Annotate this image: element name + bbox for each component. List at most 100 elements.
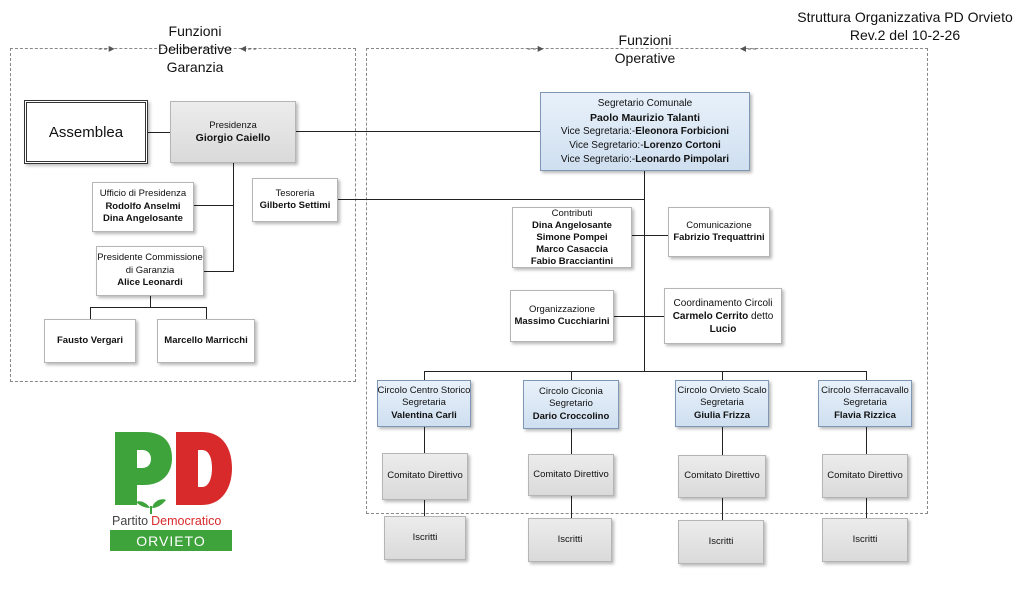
comitato-label: Comitato Direttivo [533, 468, 609, 480]
connector-line [722, 371, 723, 383]
coordinamento-name: Carmelo Cerrito [672, 310, 749, 322]
ufficio-member: Rodolfo Anselmi [105, 200, 181, 212]
deliberative-region [10, 48, 356, 382]
contributi-member: Marco Casaccia [536, 243, 608, 255]
circolo-name: Circolo Orvieto Scalo [677, 384, 767, 396]
circolo-role: Segretaria [402, 397, 446, 409]
circolo-name: Circolo Ciconia [539, 385, 603, 397]
logo-city: ORVIETO [136, 533, 206, 549]
connector-line [424, 427, 425, 453]
contributi-member: Simone Pompei [536, 231, 608, 243]
revision-text: Rev.2 del 10-2-26 [849, 27, 961, 43]
comitato-label: Comitato Direttivo [387, 470, 463, 482]
circolo-name: Circolo Centro Storico [377, 384, 471, 396]
circolo-box: Circolo Orvieto Scalo Segretaria Giulia … [675, 380, 769, 427]
iscritti-box: Iscritti [384, 516, 466, 560]
connector-line [866, 498, 867, 518]
iscritti-box: Iscritti [678, 520, 764, 564]
circolo-role: Segretaria [700, 397, 744, 409]
connector-line [233, 163, 234, 272]
circolo-role: Segretario [549, 398, 593, 410]
connector-line [338, 199, 644, 200]
arrow-left-icon: ◂ ‐ ‐ [240, 41, 257, 55]
garanzia-name: Alice Leonardi [117, 277, 183, 289]
connector-line [866, 371, 867, 381]
circolo-person: Dario Croccolino [532, 410, 610, 422]
organizzazione-box: Organizzazione Massimo Cucchiarini [510, 290, 614, 342]
garanzia-role: Presidente Commissione [97, 252, 203, 264]
connector-line [571, 496, 572, 518]
coordinamento-role: Coordinamento Circoli [673, 297, 773, 309]
comitato-box: Comitato Direttivo [822, 454, 908, 498]
connector-line [150, 296, 151, 308]
connector-line [424, 371, 425, 383]
arrow-left-icon: ◂ ‐ ‐ [740, 41, 757, 55]
iscritti-label: Iscritti [412, 531, 438, 543]
chart-title: Struttura Organizzativa PD Orvieto Rev.2… [790, 8, 1020, 44]
tesoreria-role: Tesoreria [275, 187, 315, 199]
vice-row: Vice Segretario:-Lorenzo Cortoni [569, 139, 721, 151]
ufficio-presidenza-box: Ufficio di Presidenza Rodolfo Anselmi Di… [92, 182, 194, 232]
connector-line [571, 371, 572, 381]
connector-line [202, 271, 234, 272]
garanzia-box: Presidente Commissione di Garanzia Alice… [96, 246, 204, 296]
connector-line [296, 131, 540, 132]
connector-line [194, 205, 234, 206]
member-name: Marcello Marricchi [164, 334, 248, 346]
garanzia-role: di Garanzia [125, 264, 175, 276]
connector-line [866, 427, 867, 454]
connector-line [571, 429, 572, 454]
tesoreria-name: Gilberto Settimi [259, 200, 331, 211]
coordinamento-box: Coordinamento Circoli Carmelo Cerrito de… [664, 288, 782, 344]
connector-line [632, 235, 668, 236]
comitato-box: Comitato Direttivo [678, 455, 766, 498]
connector-line [148, 132, 170, 133]
presidenza-role: Presidenza [209, 119, 257, 131]
circolo-role: Segretaria [843, 397, 887, 409]
comunicazione-name: Fabrizio Trequattrini [673, 232, 765, 243]
circolo-box: Circolo Sferracavallo Segretaria Flavia … [818, 380, 912, 427]
comunicazione-role: Comunicazione [686, 219, 752, 231]
arrow-right-icon: ‐ ‐ ▸ [527, 41, 544, 55]
comitato-label: Comitato Direttivo [684, 470, 760, 482]
iscritti-box: Iscritti [528, 518, 612, 562]
connector-line [722, 498, 723, 520]
operative-region [366, 48, 928, 514]
organizzazione-role: Organizzazione [528, 303, 595, 315]
circolo-box: Circolo Ciconia Segretario Dario Croccol… [523, 380, 619, 429]
tesoreria-box: Tesoreria Gilberto Settimi [252, 178, 338, 222]
title-text: Struttura Organizzativa PD Orvieto [797, 9, 1013, 25]
connector-line [722, 427, 723, 455]
comunicazione-box: Comunicazione Fabrizio Trequattrini [668, 207, 770, 257]
operative-header: Funzioni Operative [614, 32, 676, 66]
vice-row: Vice Segretaria:-Eleonora Forbicioni [560, 125, 730, 137]
ufficio-role: Ufficio di Presidenza [99, 188, 187, 200]
iscritti-label: Iscritti [708, 535, 734, 547]
member-box: Fausto Vergari [44, 319, 136, 363]
comitato-box: Comitato Direttivo [528, 454, 614, 496]
iscritti-label: Iscritti [557, 533, 583, 545]
segretario-role: Segretario Comunale [597, 97, 693, 109]
ufficio-member: Dina Angelosante [103, 213, 183, 225]
circolo-person: Valentina Carli [391, 409, 457, 421]
arrow-right-icon: ‐ ‐ ▸ [98, 41, 115, 55]
deliberative-header: Funzioni Deliberative Garanzia [158, 23, 232, 75]
vice-row: Vice Segretario:-Leonardo Pimpolari [560, 153, 730, 165]
segretario-name: Paolo Maurizio Talanti [589, 111, 701, 124]
assemblea-label: Assemblea [48, 123, 124, 141]
connector-line [90, 307, 206, 308]
contributi-member: Fabio Bracciantini [530, 255, 614, 267]
member-name: Fausto Vergari [57, 334, 123, 346]
coordinamento-nickname: Lucio [709, 323, 737, 335]
circolo-box: Circolo Centro Storico Segretaria Valent… [377, 380, 471, 427]
contributi-member: Dina Angelosante [532, 219, 612, 231]
contributi-box: Contributi Dina Angelosante Simone Pompe… [512, 207, 632, 268]
connector-line [644, 171, 645, 372]
organizzazione-name: Massimo Cucchiarini [514, 316, 610, 327]
comitato-box: Comitato Direttivo [382, 453, 468, 500]
presidenza-name: Giorgio Caiello [195, 132, 271, 144]
contributi-role: Contributi [551, 207, 593, 219]
circolo-person: Giulia Frizza [694, 409, 750, 421]
